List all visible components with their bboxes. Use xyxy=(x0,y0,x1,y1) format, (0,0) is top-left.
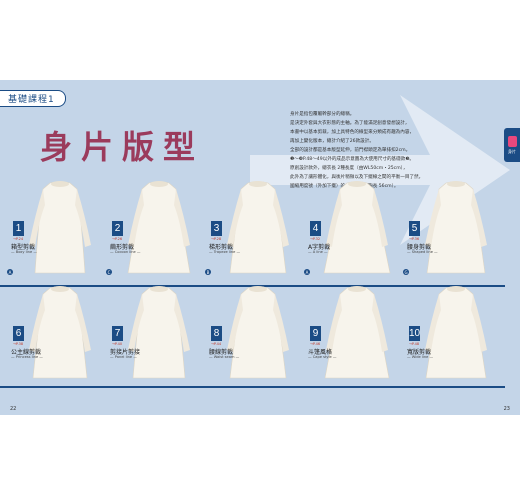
variant-letter: G xyxy=(403,269,409,275)
section-tab-label: 基礎課程1 xyxy=(0,89,66,107)
page-number-left: 22 xyxy=(10,406,17,412)
cut-name: 剪接片剪接 xyxy=(110,349,141,356)
cut-item[interactable]: 7→P.40 剪接片剪接— Panel line — xyxy=(104,280,194,390)
cut-english-name: — Panel line — xyxy=(110,355,137,359)
cut-name: 公主線剪裁 xyxy=(11,349,42,356)
cut-item[interactable]: 6→P.38 公主線剪裁— Princess line — xyxy=(5,280,95,390)
cut-item[interactable]: 8→P.44 腰線剪裁— Waist seam — xyxy=(203,280,293,390)
body-icon xyxy=(507,135,517,147)
page-title: 身片版型 xyxy=(40,128,205,166)
page-reference: →P.26 xyxy=(112,237,123,241)
cut-english-name: — Trapeze line — xyxy=(209,250,241,254)
variant-letter: A xyxy=(304,269,310,275)
cut-name: 斗篷風格 xyxy=(308,349,333,356)
garment-image xyxy=(312,175,402,275)
row1-rail xyxy=(0,285,505,287)
variant-letter: B xyxy=(205,269,211,275)
book-spread: 基礎課程1 身片版型 身片是指包覆軀幹部分的總稱。 是決定外套與大衣形態的主軸。… xyxy=(0,80,520,415)
page-number-right: 23 xyxy=(503,406,510,412)
cut-name: 箱型剪裁 xyxy=(11,244,36,251)
cut-number-badge: 2 xyxy=(112,221,123,236)
description-line: 全部的設計都是基本版型延伸，前門襟頭定為單排扣2cm。 xyxy=(290,148,411,153)
garment-image xyxy=(411,175,501,275)
chapter-side-tab[interactable]: 身片 xyxy=(504,128,520,162)
cut-number-badge: 10 xyxy=(408,326,421,341)
cut-name: 腰線剪裁 xyxy=(209,349,234,356)
cut-name: 繭形剪裁 xyxy=(110,244,135,251)
cut-english-name: — Cape style — xyxy=(308,355,337,359)
garment-image xyxy=(213,280,303,380)
cut-name: 寬版剪裁 xyxy=(407,349,432,356)
cut-english-name: — Boxy line — xyxy=(11,250,37,254)
cut-item[interactable]: 1→P.24 箱型剪裁— Boxy line — A xyxy=(5,175,95,285)
garment-image xyxy=(15,175,105,275)
cut-number-badge: 1 xyxy=(13,221,24,236)
variant-letter: C xyxy=(106,269,112,275)
garment-image xyxy=(213,175,303,275)
cut-number-badge: 4 xyxy=(310,221,321,236)
variant-letter: A xyxy=(7,269,13,275)
cut-english-name: — A line — xyxy=(308,250,328,254)
cut-number-badge: 7 xyxy=(112,326,123,341)
page-reference: →P.36 xyxy=(409,237,420,241)
garment-image xyxy=(15,280,105,380)
cut-number-badge: 6 xyxy=(13,326,24,341)
page-reference: →P.46 xyxy=(310,342,321,346)
side-tab-label: 身片 xyxy=(508,148,516,154)
page-reference: →P.38 xyxy=(13,342,24,346)
cut-number-badge: 3 xyxy=(211,221,222,236)
cut-item[interactable]: 9→P.46 斗篷風格— Cape style — xyxy=(302,280,392,390)
description-line: 是決定外套與大衣形態的主軸。為了能滿足創意發想設計， xyxy=(290,121,410,126)
page-reference: →P.48 xyxy=(409,342,420,346)
garment-image xyxy=(411,280,501,380)
page-reference: →P.28 xyxy=(211,237,222,241)
garment-image xyxy=(114,280,204,380)
description-line: ❶～❿P.48～49以外的成品示意圖為大使用尺寸的基礎款❸。 xyxy=(290,157,415,162)
cut-english-name: — Shaped line — xyxy=(407,250,438,254)
cut-number-badge: 5 xyxy=(409,221,420,236)
cut-english-name: — Waist seam — xyxy=(209,355,240,359)
cut-item[interactable]: 10→P.48 寬版剪裁— Wide line — xyxy=(401,280,491,390)
garment-image xyxy=(312,280,402,380)
cut-name: A字剪裁 xyxy=(308,244,331,251)
page-reference: →P.40 xyxy=(112,342,123,346)
cut-english-name: — Princess line — xyxy=(11,355,43,359)
description-line: 此外為了讓形體化，與後片稍微以及下擺線之間的平衡一目了然， xyxy=(290,175,424,180)
page-reference: →P.24 xyxy=(13,237,24,241)
cut-item[interactable]: 2→P.26 繭形剪裁— Cocoon line — C xyxy=(104,175,194,285)
cut-english-name: — Cocoon line — xyxy=(110,250,141,254)
cut-number-badge: 9 xyxy=(310,326,321,341)
cut-name: 梯形剪裁 xyxy=(209,244,234,251)
description-line: 本書中以基本剪裁，加上具特色的線型來分類成有趣為內容， xyxy=(290,130,415,135)
section-tab: 基礎課程1 xyxy=(0,89,66,107)
page-reference: →P.32 xyxy=(310,237,321,241)
cut-number-badge: 8 xyxy=(211,326,222,341)
garment-image xyxy=(114,175,204,275)
description-line: 身片是指包覆軀幹部分的總稱。 xyxy=(290,112,355,117)
description-line: 再加上變化版本，總計介紹了26款設計。 xyxy=(290,139,374,144)
row2-rail xyxy=(0,386,505,388)
cut-name: 腰身剪裁 xyxy=(407,244,432,251)
cut-item[interactable]: 3→P.28 梯形剪裁— Trapeze line — B xyxy=(203,175,293,285)
description-line: 原創設計款外，總衣長 2種長度（由WL50cm・25cm）， xyxy=(290,166,408,171)
cut-english-name: — Wide line — xyxy=(407,355,434,359)
page-reference: →P.44 xyxy=(211,342,222,346)
cut-item[interactable]: 5→P.36 腰身剪裁— Shaped line — G xyxy=(401,175,491,285)
